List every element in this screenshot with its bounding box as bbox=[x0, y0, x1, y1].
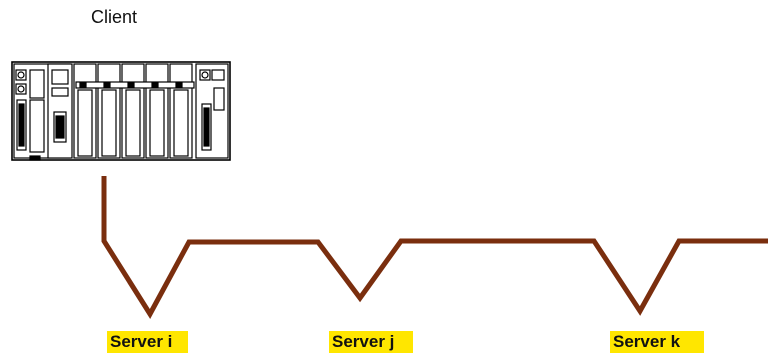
server-k-label: Server k bbox=[613, 332, 681, 351]
plc-rack-icon bbox=[11, 61, 231, 161]
server-i-label: Server i bbox=[110, 332, 173, 351]
server-j-highlight bbox=[329, 331, 413, 353]
server-k-highlight bbox=[610, 331, 704, 353]
client-label: Client bbox=[91, 7, 138, 27]
io-modules bbox=[73, 63, 195, 159]
network-bus-line bbox=[101, 176, 768, 319]
server-j-label: Server j bbox=[332, 332, 395, 351]
server-i-highlight bbox=[107, 331, 188, 353]
